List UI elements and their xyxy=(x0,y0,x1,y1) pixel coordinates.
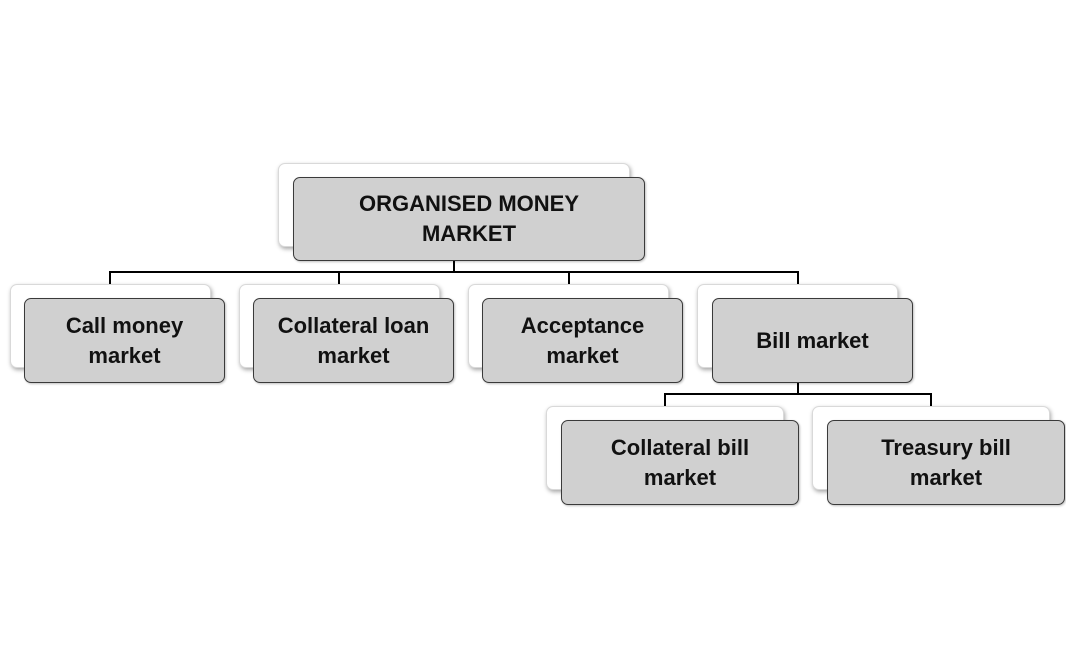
node-box: ORGANISED MONEY MARKET xyxy=(293,177,645,261)
node-box: Collateral bill market xyxy=(561,420,799,505)
node-box: Treasury bill market xyxy=(827,420,1065,505)
node-label: Collateral bill market xyxy=(610,434,750,490)
node-box: Collateral loan market xyxy=(253,298,454,383)
node-box: Bill market xyxy=(712,298,913,383)
node-label: ORGANISED MONEY MARKET xyxy=(358,191,580,246)
node-label: Acceptance market xyxy=(520,312,645,368)
node-organised-money-market: ORGANISED MONEY MARKET xyxy=(278,163,646,261)
node-acceptance-market: Acceptance market xyxy=(468,284,684,384)
node-label: Collateral loan market xyxy=(277,312,430,368)
node-label: Treasury bill market xyxy=(881,434,1011,490)
node-box: Acceptance market xyxy=(482,298,683,383)
node-bill-market: Bill market xyxy=(697,284,913,384)
node-collateral-loan-market: Collateral loan market xyxy=(239,284,455,384)
node-label: Bill market xyxy=(756,327,869,353)
node-collateral-bill-market: Collateral bill market xyxy=(546,406,800,506)
node-box: Call money market xyxy=(24,298,225,383)
node-label: Call money market xyxy=(65,312,184,368)
node-call-money-market: Call money market xyxy=(10,284,226,384)
node-treasury-bill-market: Treasury bill market xyxy=(812,406,1066,506)
